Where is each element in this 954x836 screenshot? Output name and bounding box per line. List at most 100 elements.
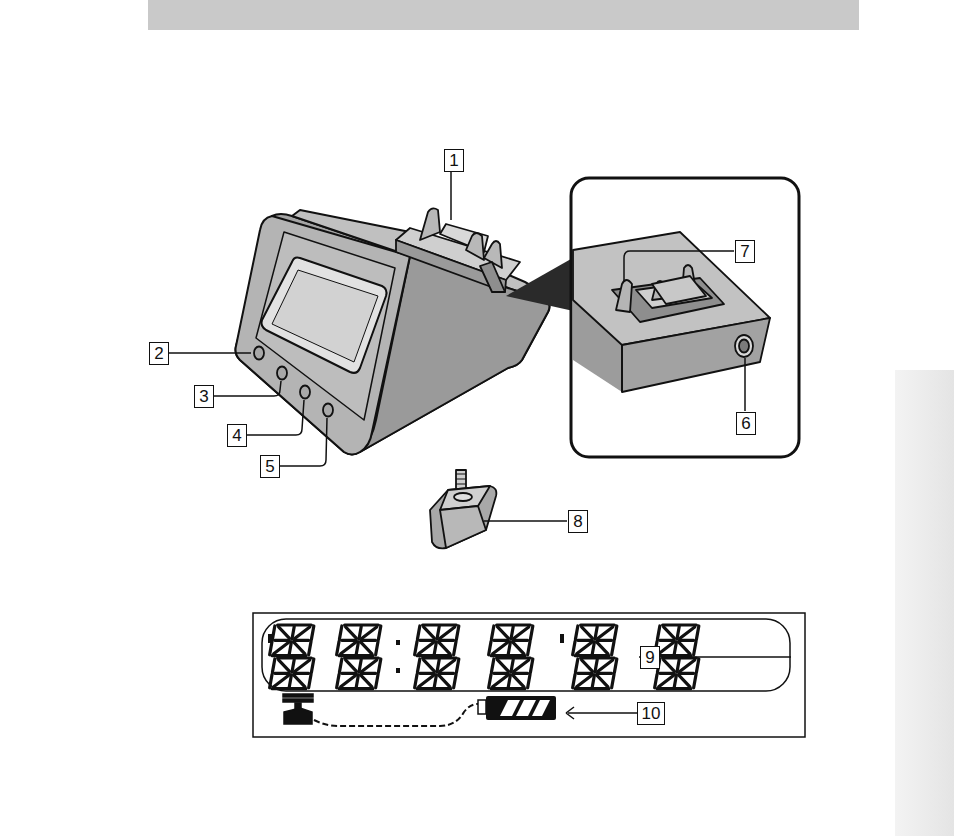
lcd-segment	[295, 627, 310, 639]
lcd-segment	[339, 659, 341, 672]
lcd-segment	[494, 639, 508, 642]
lcd-segment	[424, 627, 435, 639]
lcd-segment	[575, 626, 577, 639]
lcd-segment	[454, 641, 456, 654]
lcd-segment	[489, 641, 491, 654]
dock-buttons	[254, 347, 333, 417]
lcd-segment	[655, 674, 657, 687]
lcd-segment	[341, 675, 356, 687]
lcd-mark	[268, 634, 272, 643]
leader-line	[450, 171, 452, 220]
lcd-segment	[614, 626, 616, 639]
lcd-segment	[597, 642, 608, 654]
lcd-segment	[679, 675, 690, 687]
lcd-segment	[342, 672, 356, 675]
lcd-segment	[311, 659, 313, 672]
lcd-segment	[598, 627, 613, 639]
lcd-segment	[582, 660, 593, 672]
lcd-segment	[361, 642, 372, 654]
lcd-segment	[514, 660, 529, 672]
callout-number: 6	[736, 412, 755, 435]
lcd-mark	[396, 640, 400, 645]
lcd-segment	[577, 642, 592, 654]
lcd-segment	[513, 672, 527, 675]
lcd-segment	[361, 672, 375, 675]
callout-number: 7	[735, 240, 754, 263]
lcd-segment	[337, 641, 339, 654]
lcd-segment	[295, 660, 310, 672]
lcd-segment	[664, 660, 675, 672]
lcd-segment	[664, 627, 675, 639]
lcd-segment	[439, 642, 450, 654]
lcd-segment	[270, 641, 272, 654]
lcd-segment	[417, 626, 419, 639]
lcd-segment	[415, 674, 417, 687]
callout-number: 3	[194, 385, 213, 408]
lcd-segment	[598, 660, 613, 672]
leader-line	[169, 352, 251, 354]
lcd-segment	[513, 675, 524, 687]
lcd-segment	[597, 675, 608, 687]
lcd-segment	[612, 674, 614, 687]
lcd-segment	[342, 639, 356, 642]
callout-number: 1	[444, 149, 463, 172]
lcd-segment	[439, 675, 450, 687]
lcd-segment	[597, 672, 611, 675]
lcd-segment	[489, 674, 491, 687]
lcd-segment	[498, 627, 509, 639]
lcd-segment	[275, 672, 289, 675]
lcd-mark	[560, 634, 564, 643]
lcd-segment	[597, 639, 611, 642]
lcd-segment	[420, 672, 434, 675]
lcd-mark	[396, 668, 400, 673]
lcd-segment	[573, 641, 575, 654]
leader-line	[639, 656, 791, 658]
lcd-segment	[582, 627, 593, 639]
leader-line	[744, 358, 746, 411]
dock-connector	[396, 208, 520, 292]
lcd-segment	[660, 672, 674, 675]
lcd-segment	[417, 659, 419, 672]
lcd-segment	[424, 660, 435, 672]
lcd-segment	[494, 672, 508, 675]
lcd-segment	[680, 627, 695, 639]
inset-dock	[573, 232, 770, 392]
callout-number: 9	[640, 646, 659, 669]
callout-number: 8	[568, 510, 587, 533]
lcd-segment	[578, 639, 592, 642]
lcd-segment	[679, 642, 690, 654]
lcd-segment	[279, 627, 290, 639]
lcd-segment	[456, 659, 458, 672]
lcd-segment	[498, 660, 509, 672]
lcd-segment	[694, 641, 696, 654]
lcd-segment	[309, 674, 311, 687]
lcd-segment	[361, 675, 372, 687]
lcd-segment	[419, 675, 434, 687]
lcd-segment	[294, 642, 305, 654]
lcd-segment	[493, 642, 508, 654]
leader-line	[247, 400, 304, 435]
screw-knob	[430, 470, 496, 548]
lcd-segment	[657, 626, 659, 639]
lcd-segment	[577, 675, 592, 687]
lcd-segment	[378, 626, 380, 639]
lcd-segment	[376, 641, 378, 654]
leader-lines	[169, 171, 791, 719]
lcd-segment	[454, 674, 456, 687]
lcd-segment	[513, 642, 524, 654]
lcd-segment	[311, 626, 313, 639]
lcd-segment	[337, 674, 339, 687]
charge-line	[314, 704, 478, 726]
lcd-segment	[578, 672, 592, 675]
lcd-segment	[514, 627, 529, 639]
lcd-segments	[268, 625, 699, 689]
lcd-segment	[660, 639, 674, 642]
lcd-segment	[614, 659, 616, 672]
lcd-segment	[309, 641, 311, 654]
lcd-segment	[440, 627, 455, 639]
lcd-segment	[694, 674, 696, 687]
lcd-segment	[346, 660, 357, 672]
callout-number: 5	[260, 455, 279, 478]
leader-line	[484, 520, 567, 522]
lcd-segment	[493, 675, 508, 687]
